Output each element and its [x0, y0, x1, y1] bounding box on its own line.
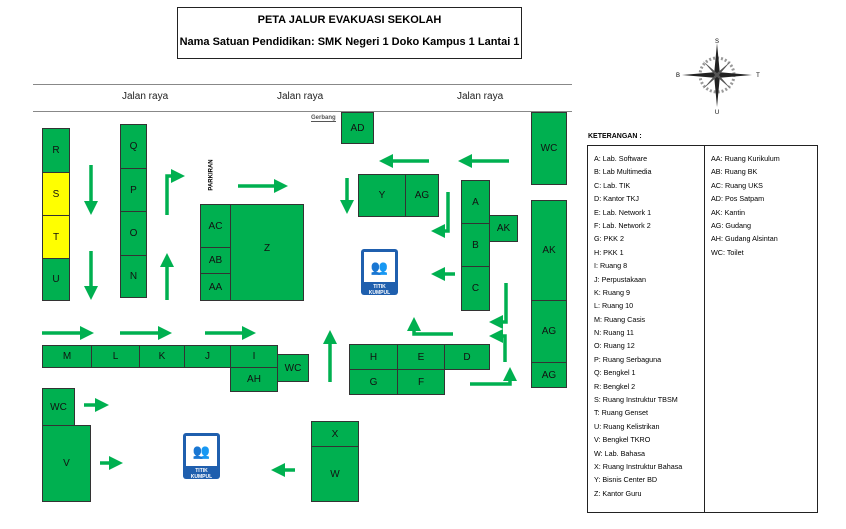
building-aa: AA	[200, 273, 231, 301]
building-v: V	[42, 425, 91, 502]
legend-item: Q: Bengkel 1	[594, 368, 636, 378]
legend-item: AH: Gudang Alsintan	[711, 234, 778, 244]
building-y: Y	[358, 174, 406, 217]
building-e: E	[397, 344, 445, 370]
building-ag: AG	[531, 300, 567, 363]
legend-item: B: Lab Multimedia	[594, 167, 652, 177]
building-t: T	[42, 215, 70, 259]
legend-item: AD: Pos Satpam	[711, 194, 765, 204]
legend-item: AA: Ruang Kurikulum	[711, 154, 780, 163]
legend-item: O: Ruang 12	[594, 341, 635, 351]
legend-item: T: Ruang Genset	[594, 408, 648, 418]
gate-label: Gerbang	[311, 115, 336, 122]
legend-item: A: Lab. Software	[594, 154, 648, 163]
building-ad: AD	[341, 112, 374, 144]
building-n: N	[120, 255, 147, 298]
building-ak-small: AK	[489, 215, 518, 242]
legend-item: H: PKK 1	[594, 247, 624, 257]
building-j: J	[184, 345, 231, 368]
people-icon: 👥	[364, 252, 395, 282]
building-ag: AG	[405, 174, 439, 217]
legend-item: C: Lab. TIK	[594, 180, 631, 190]
legend-item: F: Lab. Network 2	[594, 220, 651, 230]
building-wc: WC	[277, 354, 309, 382]
road-line-bottom	[33, 111, 572, 112]
legend-item: P: Ruang Serbaguna	[594, 354, 662, 364]
compass-icon: S B T U	[676, 39, 760, 115]
legend-item: AG: Gudang	[711, 220, 751, 230]
legend-item: X: Ruang Instruktur Bahasa	[594, 461, 683, 471]
arrow-icon	[407, 317, 453, 336]
people-icon: 👥	[186, 436, 217, 466]
legend-item: J: Perpustakaan	[594, 274, 646, 284]
building-wc: WC	[42, 388, 75, 426]
assembly-point-sign: 👥 TITIK KUMPUL	[361, 249, 398, 296]
legend-title: KETERANGAN :	[588, 133, 642, 140]
legend-item: WC: Toilet	[711, 247, 744, 257]
arrow-icon	[470, 367, 517, 386]
building-u: U	[42, 258, 70, 301]
legend-item: N: Ruang 11	[594, 328, 634, 338]
road-line-top	[33, 84, 572, 85]
legend-item: AB: Ruang BK	[711, 167, 758, 177]
assembly-point-sign: 👥 TITIK KUMPUL	[183, 433, 220, 480]
legend-item: K: Ruang 9	[594, 287, 630, 297]
legend-left-column: A: Lab. Software B: Lab Multimedia C: Lab.…	[587, 145, 705, 513]
building-z: Z	[230, 204, 304, 301]
legend-item: M: Ruang Casis	[594, 314, 646, 324]
building-a: A	[461, 180, 490, 224]
legend-item: AC: Ruang UKS	[711, 180, 763, 190]
building-ak: AK	[531, 200, 567, 301]
road-label: Jalan raya	[457, 91, 504, 102]
legend-item: I: Ruang 8	[594, 261, 628, 271]
road-label: Jalan raya	[122, 91, 169, 102]
arrow-icon	[165, 169, 185, 215]
legend-item: E: Lab. Network 1	[594, 207, 652, 217]
building-b: B	[461, 223, 490, 267]
building-ag: AG	[531, 362, 567, 388]
building-h: H	[349, 344, 398, 370]
building-o: O	[120, 211, 147, 256]
legend-item: R: Bengkel 2	[594, 381, 636, 391]
compass-bottom: U	[715, 110, 719, 115]
legend-item: G: PKK 2	[594, 234, 624, 244]
legend-item: D: Kantor TKJ	[594, 194, 640, 204]
compass-top: S	[715, 39, 719, 45]
building-q: Q	[120, 124, 147, 169]
legend-item: AK: Kantin	[711, 207, 745, 217]
assembly-label: TITIK KUMPUL	[368, 284, 391, 296]
arrow-icon	[489, 283, 508, 329]
building-ac: AC	[200, 204, 231, 248]
building-w: W	[311, 446, 359, 502]
title-box: PETA JALUR EVAKUASI SEKOLAH Nama Satuan …	[177, 7, 522, 59]
legend-item: U: Ruang Kelistrikan	[594, 421, 660, 431]
building-d: D	[444, 344, 490, 370]
legend-item: W: Lab. Bahasa	[594, 448, 646, 458]
building-f: F	[397, 369, 445, 395]
map-title: PETA JALUR EVAKUASI SEKOLAH	[257, 14, 442, 26]
road-label: Jalan raya	[277, 91, 324, 102]
arrow-icon	[431, 192, 450, 238]
assembly-label: TITIK KUMPUL	[190, 468, 213, 480]
legend-item: L: Ruang 10	[594, 301, 634, 311]
legend-item: V: Bengkel TKRO	[594, 435, 651, 445]
arrow-icon	[489, 329, 507, 362]
legend-item: S: Ruang Instruktur TBSM	[594, 395, 678, 405]
building-c: C	[461, 266, 490, 311]
building-wc: WC	[531, 112, 567, 185]
compass-right: T	[756, 73, 760, 79]
legend-item: Z: Kantor Guru	[594, 488, 642, 498]
legend-item: Y: Bisnis Center BD	[594, 475, 658, 485]
map-subtitle: Nama Satuan Pendidikan: SMK Negeri 1 Dok…	[179, 36, 520, 48]
building-p: P	[120, 168, 147, 212]
compass-left: B	[676, 73, 680, 79]
